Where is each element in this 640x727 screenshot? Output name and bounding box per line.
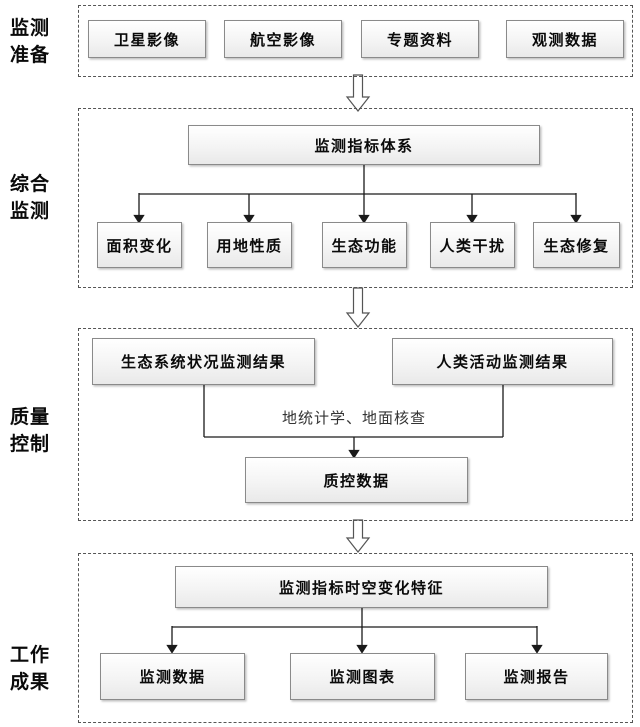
node-aerial-imagery: 航空影像 [224,20,342,58]
stage-label-quality: 质量 控制 [9,407,50,455]
node-ecological-restoration: 生态修复 [533,222,620,268]
node-satellite-imagery: 卫星影像 [88,20,206,58]
node-thematic-data: 专题资料 [361,20,479,58]
node-monitoring-report: 监测报告 [465,653,608,700]
stage-label-preparation: 监测 准备 [9,18,50,66]
node-ecological-function: 生态功能 [322,222,407,268]
quality-merge-connector [203,385,504,459]
section-quality [78,328,633,521]
node-monitoring-charts: 监测图表 [290,653,435,700]
node-observation-data: 观测数据 [506,20,624,58]
indicator-tree-connector [133,165,582,224]
node-quality-controlled-data: 质控数据 [245,457,468,503]
section-results [78,553,633,723]
stage-flow-arrow-3 [345,519,371,553]
node-ecosystem-status-results: 生态系统状况监测结果 [92,338,315,385]
section-preparation [78,5,633,77]
node-area-change: 面积变化 [97,222,182,268]
results-fanout-connector [166,608,543,654]
stage-flow-arrow-1 [345,74,371,112]
section-monitoring [78,108,633,288]
stage-label-monitoring: 综合 监测 [9,174,50,222]
node-indicator-system: 监测指标体系 [188,125,540,165]
node-land-use-nature: 用地性质 [207,222,292,268]
node-spatiotemporal-change-features: 监测指标时空变化特征 [175,566,548,608]
stage-flow-arrow-2 [345,287,371,328]
node-human-activity-results: 人类活动监测结果 [392,338,613,385]
node-monitoring-data: 监测数据 [100,653,245,700]
node-human-disturbance: 人类干扰 [430,222,515,268]
stage-label-results: 工作 成果 [9,645,50,693]
label-geostatistics-ground-check: 地统计学、地面核查 [281,410,426,427]
